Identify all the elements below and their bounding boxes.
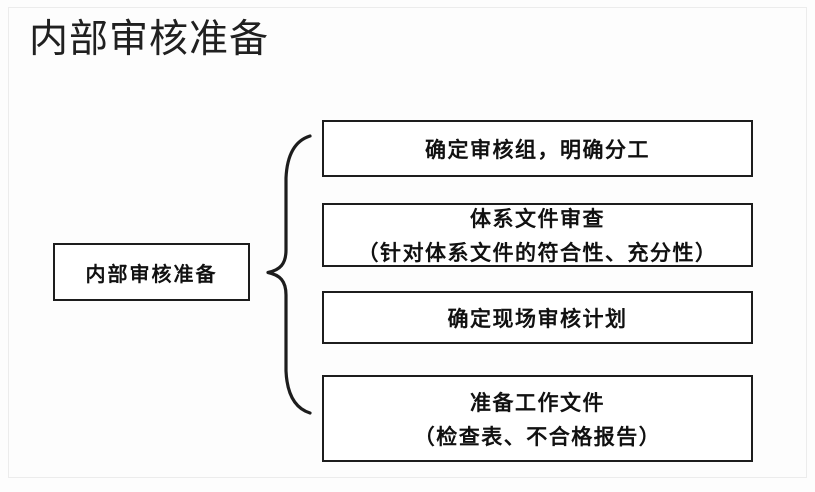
curly-brace-icon — [266, 134, 312, 415]
item-box-4-line-1: 准备工作文件 — [470, 390, 605, 415]
item-box-2-line-2: （针对体系文件的符合性、充分性） — [357, 241, 718, 265]
page-title: 内部审核准备 — [29, 18, 270, 61]
item-box-3: 确定现场审核计划 — [322, 291, 753, 344]
root-node-box: 内部审核准备 — [53, 243, 250, 301]
item-box-4-line-2: （检查表、不合格报告） — [413, 424, 662, 449]
item-box-2: 体系文件审查 （针对体系文件的符合性、充分性） — [322, 203, 753, 267]
item-box-1-line-1: 确定审核组，明确分工 — [425, 137, 650, 162]
item-box-4: 准备工作文件 （检查表、不合格报告） — [322, 375, 753, 462]
item-box-2-line-1: 体系文件审查 — [470, 207, 605, 231]
item-box-1: 确定审核组，明确分工 — [322, 120, 753, 177]
root-node-label: 内部审核准备 — [85, 263, 218, 286]
item-box-3-line-1: 确定现场审核计划 — [447, 306, 628, 331]
